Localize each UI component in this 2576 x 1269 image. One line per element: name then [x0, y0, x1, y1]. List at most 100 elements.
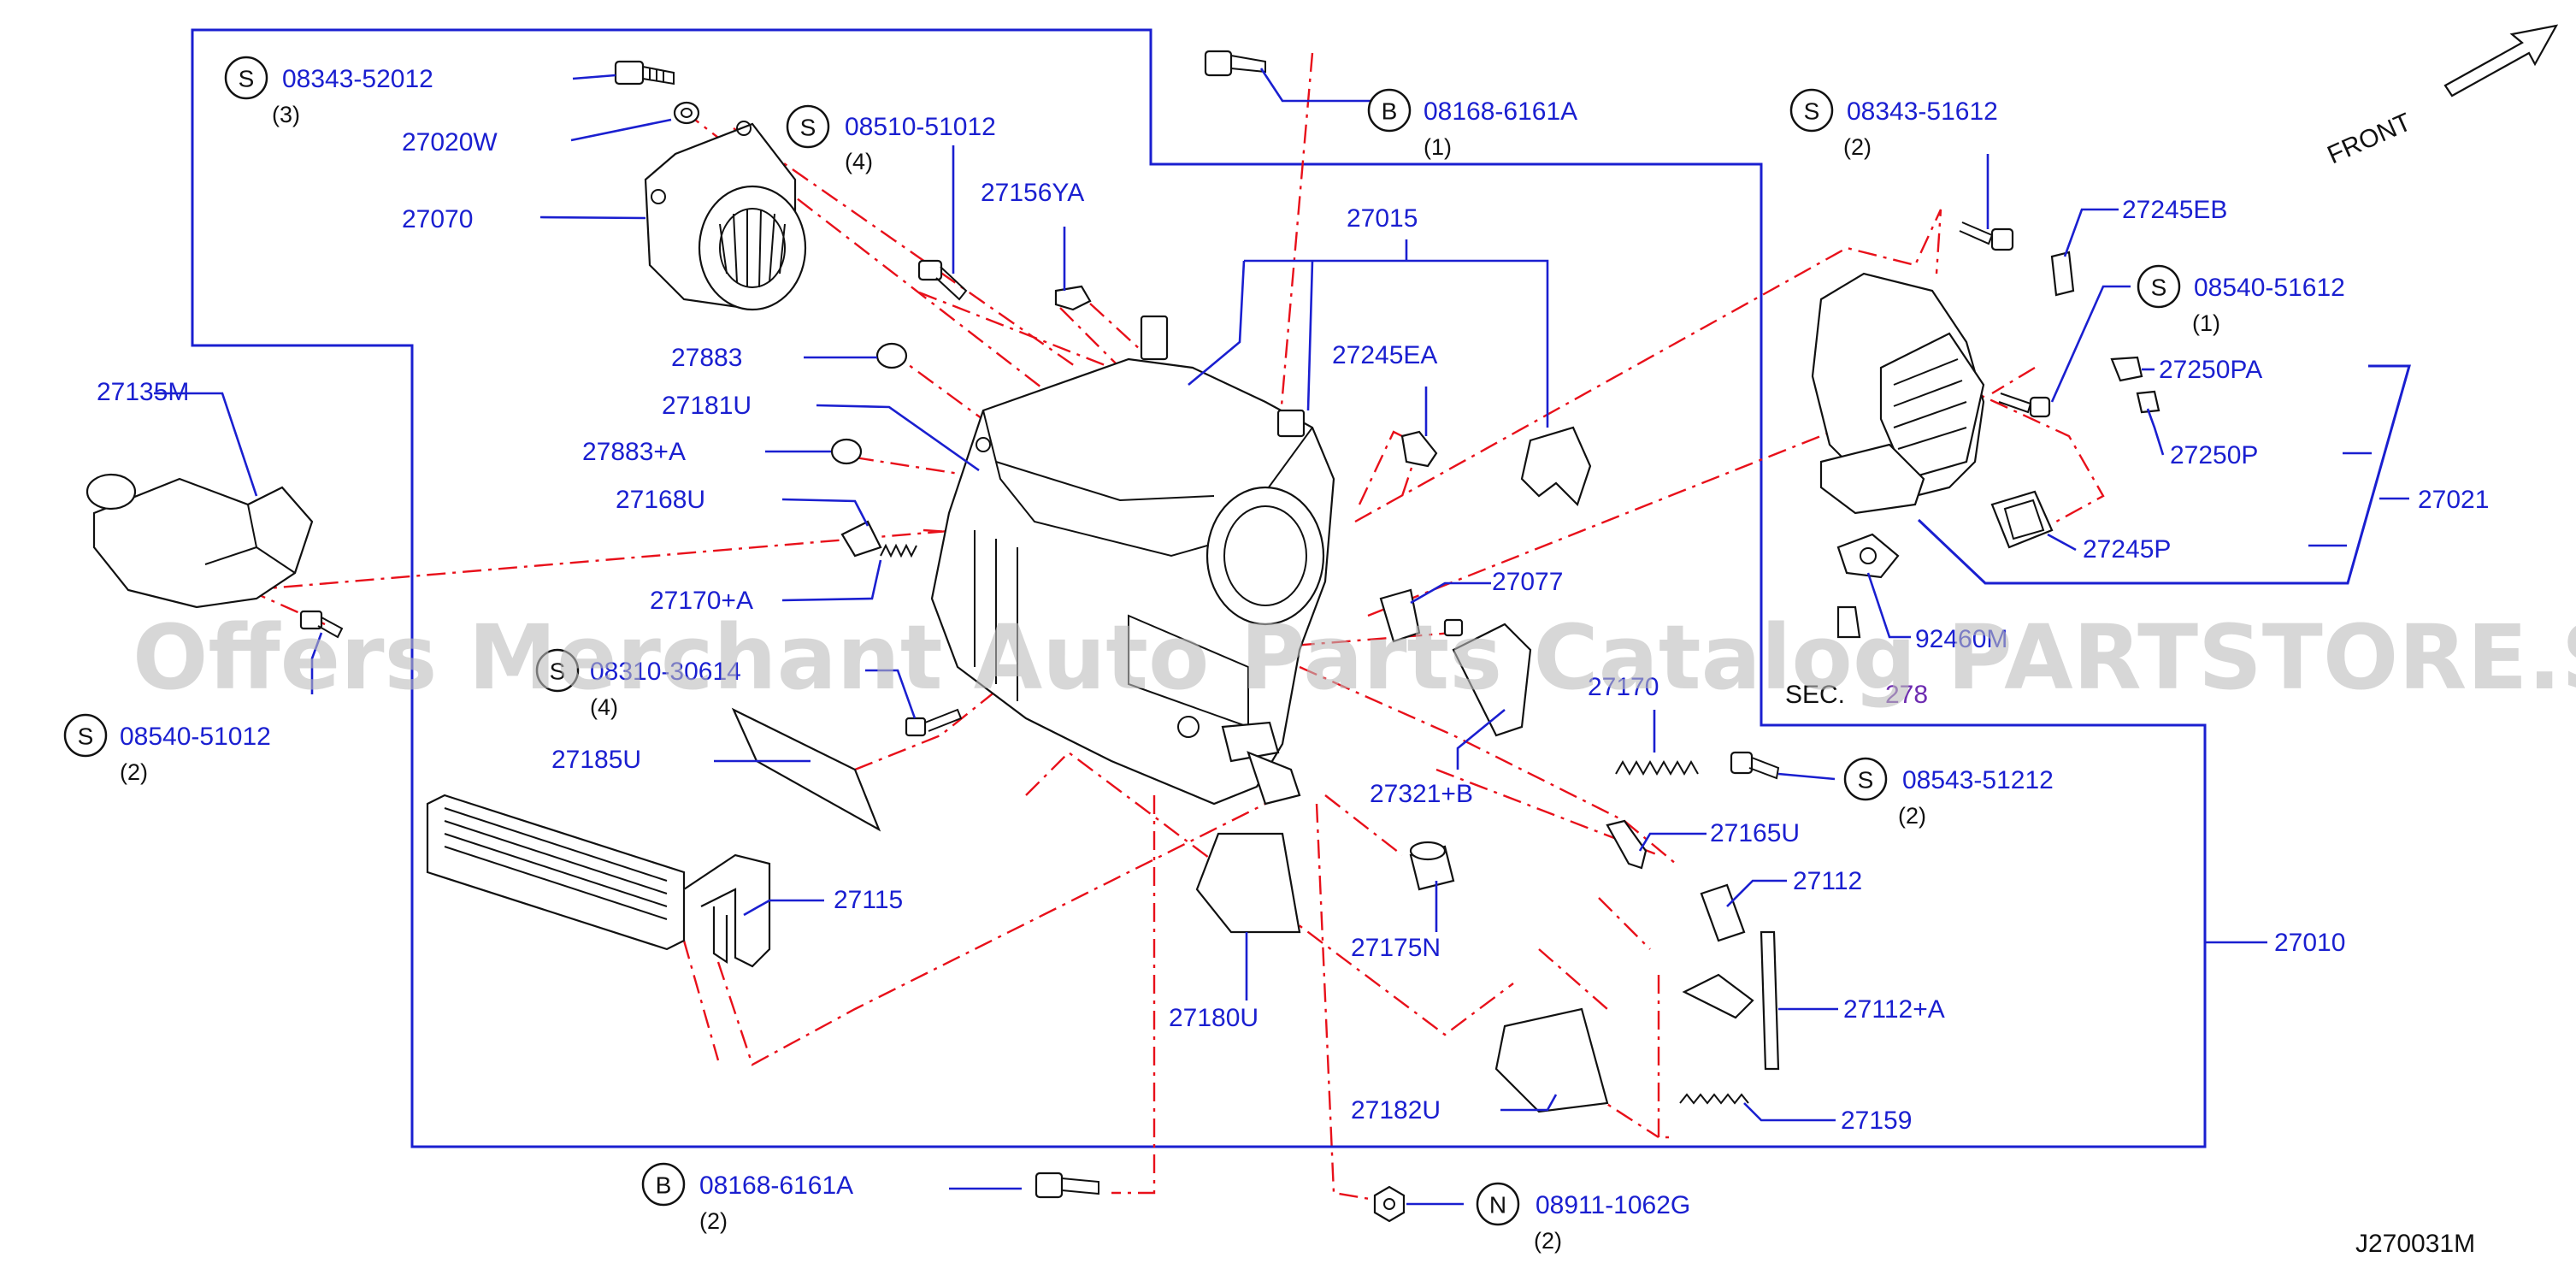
- callout-08911-1062G[interactable]: N 08911-1062G (2): [1476, 1182, 1690, 1254]
- o-ring-27883: [875, 342, 908, 369]
- label-27245P[interactable]: 27245P: [2083, 535, 2171, 564]
- heater-core-27115: [426, 794, 771, 968]
- screw-08540-51012: [299, 610, 344, 639]
- badge-b: B: [656, 1172, 672, 1199]
- label-92460M[interactable]: 92460M: [1915, 625, 2007, 653]
- housing-27021: [1811, 272, 1985, 579]
- callout-08543-51212[interactable]: S 08543-51212 (2): [1843, 757, 2054, 829]
- svg-text:(2): (2): [1898, 803, 1926, 829]
- label-27170A[interactable]: 27170+A: [650, 587, 753, 615]
- label-27182U[interactable]: 27182U: [1351, 1096, 1441, 1124]
- svg-text:(4): (4): [590, 694, 618, 720]
- label-27185U[interactable]: 27185U: [551, 746, 641, 774]
- link-27168U: [840, 520, 882, 558]
- label-27180U[interactable]: 27180U: [1169, 1004, 1259, 1032]
- callout-08168-6161A-top[interactable]: B 08168-6161A (1): [1367, 88, 1577, 160]
- callout-08343-51612[interactable]: S 08343-51612 (2): [1789, 88, 1998, 160]
- label-27245EB[interactable]: 27245EB: [2122, 196, 2227, 224]
- badge-s: S: [1858, 767, 1874, 794]
- clip-27250PA: [2110, 356, 2143, 382]
- svg-text:08168-6161A: 08168-6161A: [699, 1172, 853, 1200]
- seal-27245P: [1990, 490, 2054, 549]
- label-27170[interactable]: 27170: [1588, 673, 1659, 701]
- svg-text:08543-51212: 08543-51212: [1902, 766, 2054, 794]
- nut-08911-1062G: [1373, 1185, 1406, 1223]
- label-27115[interactable]: 27115: [834, 886, 903, 914]
- label-27077[interactable]: 27077: [1492, 568, 1563, 596]
- o-ring-27883A: [830, 438, 863, 465]
- seal-27321B: [1452, 623, 1532, 737]
- clip-27077: [1379, 588, 1464, 643]
- front-label: FRONT: [2323, 108, 2415, 169]
- label-27181U[interactable]: 27181U: [662, 392, 752, 420]
- bolt-08343-52012: [614, 60, 675, 86]
- spring-27159: [1679, 1093, 1749, 1105]
- callout-08168-6161A-bottom[interactable]: B 08168-6161A (2): [641, 1162, 853, 1234]
- badge-b: B: [1382, 98, 1398, 125]
- label-27883[interactable]: 27883: [671, 344, 742, 372]
- svg-text:(2): (2): [699, 1208, 728, 1234]
- filter-27185U: [731, 707, 881, 832]
- label-27250P[interactable]: 27250P: [2170, 441, 2258, 469]
- lever-27165U: [1606, 819, 1648, 870]
- screw-08343-51612: [1959, 221, 2014, 251]
- label-27015[interactable]: 27015: [1347, 204, 1418, 233]
- label-27112[interactable]: 27112: [1793, 867, 1862, 895]
- section-reference[interactable]: SEC. 278: [1785, 681, 1928, 709]
- badge-s: S: [800, 115, 816, 141]
- label-27175N[interactable]: 27175N: [1351, 934, 1441, 962]
- lever-27112: [1682, 883, 1780, 1071]
- badge-s: S: [1804, 98, 1820, 125]
- screw-08543-51212: [1730, 751, 1780, 780]
- duct-27245EA: [1400, 430, 1438, 468]
- label-27070[interactable]: 27070: [402, 205, 473, 233]
- clip-27250P: [2136, 390, 2160, 414]
- label-27112A[interactable]: 27112+A: [1843, 995, 1945, 1024]
- callout-08540-51012[interactable]: S 08540-51012 (2): [63, 713, 271, 785]
- duct-27135M: [85, 473, 314, 609]
- svg-text:(3): (3): [272, 102, 300, 127]
- screw-08310-30614: [905, 708, 963, 737]
- diagram-code: J270031M: [2355, 1230, 2475, 1258]
- clip-27245EB: [2050, 251, 2075, 297]
- label-27165U[interactable]: 27165U: [1710, 819, 1800, 847]
- bracket-27015-right: [1520, 426, 1592, 507]
- callout-08540-51612[interactable]: S 08540-51612 (1): [2137, 264, 2345, 336]
- callout-08510-51012[interactable]: S 08510-51012 (4): [786, 104, 996, 174]
- door-27182U: [1494, 1007, 1609, 1113]
- badge-s: S: [2151, 274, 2167, 301]
- leader-lines: [154, 68, 2267, 1206]
- label-27321B[interactable]: 27321+B: [1370, 780, 1473, 808]
- label-27156YA[interactable]: 27156YA: [981, 179, 1084, 207]
- callout-08310-30614[interactable]: S 08310-30614 (4): [535, 648, 741, 720]
- svg-text:(2): (2): [1534, 1228, 1562, 1254]
- screw-08540-51612: [1998, 393, 2051, 418]
- svg-text:08540-51012: 08540-51012: [120, 723, 271, 751]
- svg-text:SEC.: SEC.: [1785, 681, 1845, 709]
- screw-08510-51012: [917, 259, 968, 301]
- label-27021[interactable]: 27021: [2418, 486, 2489, 514]
- spring-27170: [1615, 759, 1699, 776]
- grommet-27175N: [1409, 841, 1455, 891]
- svg-text:08510-51012: 08510-51012: [845, 113, 996, 141]
- svg-text:08911-1062G: 08911-1062G: [1536, 1191, 1690, 1219]
- label-27883A[interactable]: 27883+A: [582, 438, 686, 466]
- spring-27170A: [880, 543, 917, 558]
- label-27135M[interactable]: 27135M: [97, 378, 189, 406]
- svg-text:08168-6161A: 08168-6161A: [1424, 97, 1577, 126]
- label-27159[interactable]: 27159: [1841, 1107, 1912, 1135]
- svg-text:(1): (1): [2192, 310, 2220, 336]
- svg-text:(2): (2): [1843, 134, 1872, 160]
- label-27010[interactable]: 27010: [2274, 929, 2345, 957]
- front-arrow-icon: [2443, 24, 2559, 97]
- label-27168U[interactable]: 27168U: [616, 486, 705, 514]
- label-27250PA[interactable]: 27250PA: [2159, 356, 2262, 384]
- badge-s: S: [78, 723, 94, 750]
- callout-08343-52012[interactable]: S 08343-52012 (3): [224, 56, 433, 127]
- washer-27020W: [673, 101, 700, 125]
- label-27245EA[interactable]: 27245EA: [1332, 341, 1437, 369]
- svg-text:(4): (4): [845, 149, 873, 174]
- label-27020W[interactable]: 27020W: [402, 128, 498, 156]
- blower-motor-27070: [644, 121, 807, 311]
- svg-text:(1): (1): [1424, 134, 1452, 160]
